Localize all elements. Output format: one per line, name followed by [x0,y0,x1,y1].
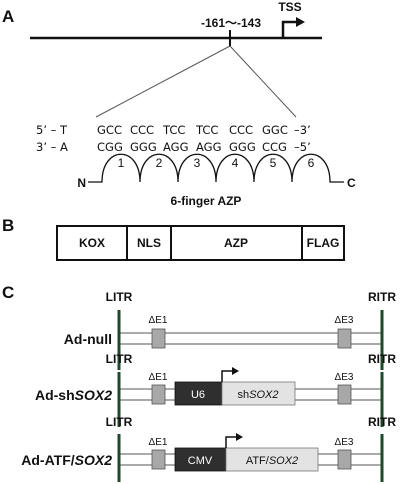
azp-caption: 6-finger AZP [171,194,242,208]
sequence-bottom-strand: 3’ – A CGG GGG AGG AGG GGG CCG –5’ [36,140,311,154]
panel-a: A -161〜-143 TSS 5’ – T GCC CCC TCC TCC C… [2,0,356,208]
zoom-line-right [229,45,297,118]
litr-label: LITR [106,290,133,304]
shsox2-insert-block [221,381,296,406]
tss-label: TSS [278,0,301,14]
finger-label: 3 [194,156,201,170]
insert-label: ATF/SOX2 [246,455,298,467]
seq-bottom-codon: AGG [163,140,189,154]
promoter-label: CMV [188,455,213,467]
seq-top-codon: CCC [229,123,253,137]
delta-e3-block [337,384,352,405]
seq-top-codon: TCC [162,123,185,137]
n-terminus-label: N [77,176,86,190]
tss-arrow-icon [281,20,297,38]
panel-c-letter: C [2,283,14,302]
domain-azp: AZP [224,236,248,250]
domain-flag: FLAG [307,236,340,250]
seq-top-prefix: 5’ – T [36,123,68,137]
construct-name: Ad-ATF/SOX2 [21,452,112,468]
delta-e1-label: ΔE1 [149,437,168,448]
panel-b: B KOX NLS AZP FLAG [2,216,345,261]
seq-top-codon: GGC [262,123,288,137]
delta-e3-block [337,449,352,470]
transcription-arrowhead-icon [236,433,243,441]
construct-ad-shsox2: LITR RITR ΔE1 ΔE3 U6 shSOX2 Ad-shSOX2 [35,352,396,427]
delta-e3-label: ΔE3 [335,372,354,383]
seq-bottom-codon: GGG [130,140,157,154]
delta-e1-label: ΔE1 [149,372,168,383]
atf-sox2-insert-block [225,447,319,472]
delta-e3-block [337,328,352,349]
seq-bottom-codon: AGG [196,140,222,154]
seq-top-suffix: –3’ [294,123,311,137]
delta-e1-block [151,449,166,470]
zinc-finger-chain [88,153,344,183]
sequence-top-strand: 5’ – T GCC CCC TCC TCC CCC GGC –3’ [36,123,311,137]
ritr-label: RITR [368,352,396,366]
transcription-arrowhead-icon [232,367,239,375]
tss-arrowhead-icon [296,17,305,27]
transcription-arrow-icon [225,436,237,448]
construct-ad-atf-sox2: LITR RITR ΔE1 ΔE3 CMV ATF/SOX2 Ad-ATF/SO… [21,415,396,482]
insert-label: shSOX2 [238,389,279,401]
finger-label: 6 [308,156,315,170]
finger-label: 4 [232,156,239,170]
ritr-label: RITR [368,290,396,304]
delta-e1-label: ΔE1 [149,315,168,326]
seq-top-codon: GCC [97,123,122,137]
construct-box [56,225,345,261]
zoom-line-left [95,45,231,118]
construct-ad-null: LITR RITR ΔE1 ΔE3 Ad-null [64,290,396,370]
finger-label: 5 [270,156,277,170]
promoter-label: U6 [191,389,205,401]
panel-c: C LITR RITR ΔE1 ΔE3 Ad-null LITR RITR ΔE… [2,283,396,482]
seq-bottom-codon: GGG [229,140,256,154]
domain-kox: KOX [79,236,105,250]
finger-label: 2 [156,156,163,170]
domain-nls: NLS [137,236,161,250]
delta-e3-label: ΔE3 [335,315,354,326]
transcription-arrow-icon [221,370,233,382]
seq-bottom-prefix: 3’ – A [36,140,68,154]
construct-name: Ad-null [64,331,112,347]
seq-top-codon: TCC [195,123,218,137]
panel-a-letter: A [2,7,14,26]
construct-name: Ad-shSOX2 [35,387,112,403]
delta-e3-label: ΔE3 [335,437,354,448]
seq-bottom-codon: CGG [97,140,123,154]
c-terminus-label: C [347,176,356,190]
finger-label: 1 [118,156,125,170]
delta-e1-block [151,328,166,349]
panel-b-letter: B [2,216,14,235]
ritr-label: RITR [368,415,396,429]
binding-site-position-label: -161〜-143 [201,16,261,30]
litr-label: LITR [106,352,133,366]
seq-bottom-suffix: –5’ [294,140,311,154]
seq-top-codon: CCC [130,123,154,137]
litr-label: LITR [106,415,133,429]
seq-bottom-codon: CCG [262,140,287,154]
delta-e1-block [151,384,166,405]
